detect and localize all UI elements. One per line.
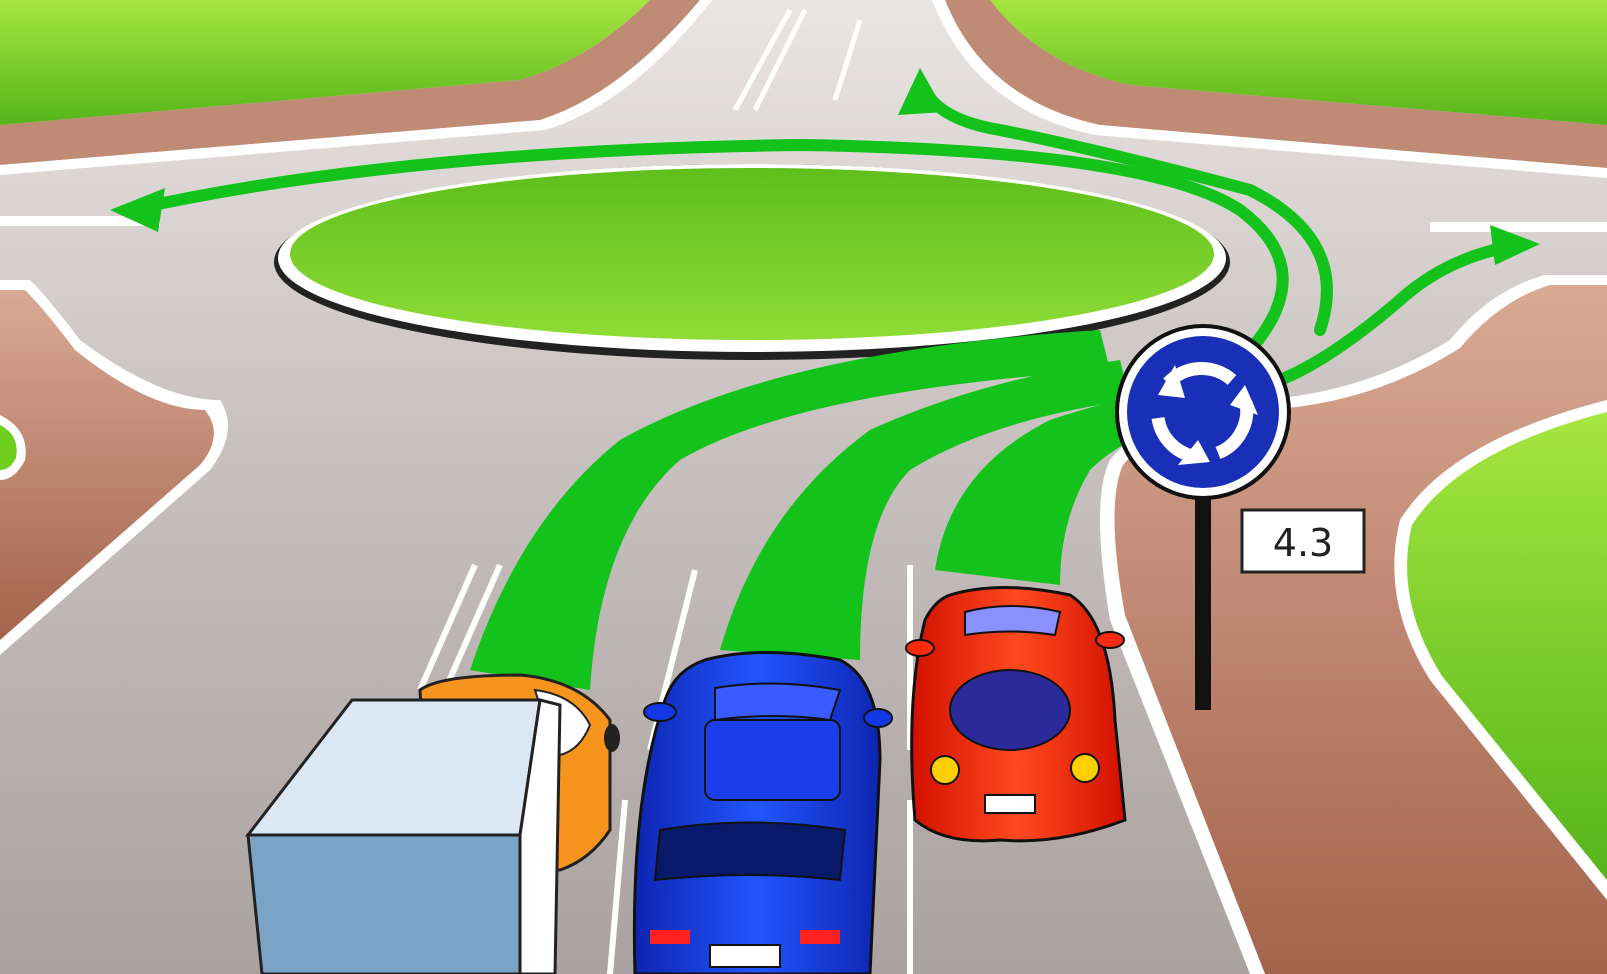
- red-car-front-windshield: [965, 606, 1060, 635]
- sign-pole: [1195, 470, 1211, 710]
- blue-car-mirror-left: [644, 703, 676, 721]
- red-car-taillight-left: [931, 756, 959, 784]
- blue-car-windshield: [715, 683, 840, 720]
- red-car-mirror-left: [906, 640, 934, 656]
- sign-plate-text: 4.3: [1273, 521, 1333, 565]
- red-car-rear-window: [950, 670, 1070, 750]
- truck-mirror: [604, 724, 620, 752]
- blue-car: [634, 653, 892, 974]
- red-car-mirror-right: [1096, 632, 1124, 648]
- blue-car-plate: [710, 945, 780, 967]
- red-car-taillight-right: [1071, 754, 1099, 782]
- red-car-plate: [985, 795, 1035, 813]
- blue-car-taillight-right: [800, 930, 840, 944]
- blue-car-mirror-right: [864, 709, 892, 727]
- blue-car-rear-window: [655, 823, 845, 881]
- blue-car-taillight-left: [650, 930, 690, 944]
- blue-car-roof: [705, 720, 840, 800]
- sign-plate: 4.3: [1242, 510, 1364, 572]
- red-car: [906, 588, 1125, 841]
- central-island: [274, 164, 1230, 360]
- truck-box-back: [248, 835, 520, 974]
